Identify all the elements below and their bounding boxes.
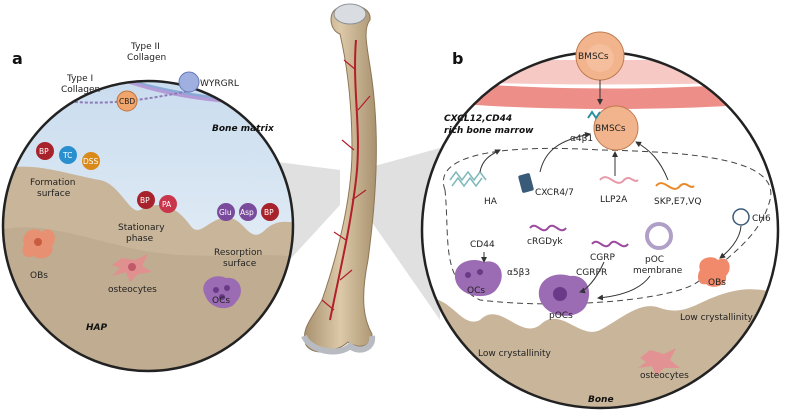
poc-membrane-label-2: membrane: [633, 266, 683, 276]
cxcr47-receptor-icon: [518, 173, 534, 193]
low-crystallinity-right-label: Low crystallinity: [680, 313, 754, 323]
connector-right: [360, 148, 440, 320]
ocs-label-b: OCs: [467, 286, 485, 296]
main-vessel: [329, 39, 359, 321]
hap-label: HAP: [86, 323, 107, 333]
osteocyte-cell-b-icon: [638, 348, 680, 376]
obs-label-a: OBs: [30, 271, 48, 281]
resorption-surface-label-2: surface: [223, 259, 257, 269]
bp-ball-stationary-label: BP: [140, 196, 150, 205]
wyrgrl-label: WYRGRL: [200, 79, 239, 89]
osteocytes-label-b: osteocytes: [640, 371, 689, 381]
poc-membrane-label-1: pOC: [645, 255, 664, 265]
bp-ball-formation-label: BP: [39, 147, 49, 156]
pocs-label: pOCs: [549, 311, 573, 321]
bmscs-top-label: BMSCs: [578, 52, 609, 62]
crgdyk-ligand-icon: [529, 224, 567, 232]
low-crystallinity-bottom-label: Low crystallinity: [478, 349, 552, 359]
cgrp-ligand-icon: [591, 240, 629, 248]
rich-bone-marrow-label: rich bone marrow: [444, 126, 534, 136]
dss-ball-label: DSS: [83, 157, 99, 166]
a4b1-label: α4β1: [570, 134, 593, 144]
skp-peptide-icon: [655, 182, 695, 190]
dss-ball: [82, 152, 100, 170]
glu-ball-label: Glu: [219, 208, 232, 217]
bp-ball-resorption-label: BP: [264, 208, 274, 217]
skp-e7-vq-label: SKP,E7,VQ: [654, 197, 701, 207]
ch6-label: CH6: [752, 214, 771, 224]
bone-matrix-label: Bone matrix: [212, 124, 275, 134]
formation-surface-label-2: surface: [37, 189, 71, 199]
cbd-peptide-icon: [116, 90, 138, 112]
ha-label: HA: [484, 197, 498, 207]
cxcr47-label: CXCR4/7: [535, 188, 574, 198]
type1-collagen-label-2: Collagen: [61, 85, 100, 95]
poc-membrane-icon: [645, 222, 673, 250]
ocs-label-a: OCs: [212, 296, 230, 306]
femur-bone: [301, 3, 377, 355]
panel-b-circle: [422, 52, 778, 408]
a5b3-label: α5β3: [507, 268, 530, 278]
cxcl12-cd44-label: CXCL12,CD44: [444, 114, 512, 124]
panel-a-letter: a: [12, 49, 23, 68]
bp-ball-stationary: [137, 191, 155, 209]
cbd-label: CBD: [119, 97, 135, 106]
bp-ball-resorption: [261, 203, 279, 221]
obs-label-b: OBs: [708, 278, 726, 288]
resorption-surface-label-1: Resorption: [214, 248, 262, 258]
cd44-label: CD44: [470, 240, 495, 250]
type2-collagen-label-1: Type II: [130, 42, 160, 52]
glu-ball: [217, 203, 235, 221]
llp2a-label: LLP2A: [600, 195, 628, 205]
oc-cell-b-icon: [454, 260, 502, 297]
crgdyk-label: cRGDyk: [527, 237, 563, 247]
formation-surface-label-1: Formation: [30, 178, 75, 188]
oc-cell-icon: [203, 276, 241, 309]
asp-ball: [239, 203, 257, 221]
panel-a-circle: [3, 81, 293, 371]
llp2a-ligand-icon: [599, 176, 639, 184]
osteocytes-label-a: osteocytes: [108, 285, 157, 295]
tc-ball-label: TC: [62, 151, 72, 160]
bmscs-mid-label: BMSCs: [595, 124, 626, 134]
a4b1-receptor-icon: [587, 110, 601, 120]
wyrgrl-peptide-icon: [178, 71, 200, 93]
bp-ball-formation: [36, 142, 54, 160]
cgrp-label: CGRP: [590, 253, 616, 263]
stationary-phase-label-2: phase: [126, 234, 154, 244]
blood-vessel: [422, 78, 778, 109]
bmsc-cell-middle: [593, 105, 639, 151]
stationary-phase-label-1: Stationary: [118, 223, 165, 233]
type2-collagen-label-2: Collagen: [127, 53, 166, 63]
cgrpr-label: CGRPR: [576, 268, 607, 278]
bone-label: Bone: [588, 395, 614, 405]
ch6-aptamer-icon: [732, 208, 750, 226]
type1-collagen-label-1: Type I: [66, 74, 93, 84]
tc-ball: [59, 146, 77, 164]
panel-b-letter: b: [452, 49, 463, 68]
asp-ball-label: Asp: [240, 208, 254, 217]
ob-cell-b-icon: [698, 257, 730, 287]
pa-ball-label: PA: [162, 200, 172, 209]
pa-ball: [159, 195, 177, 213]
panel-a-border: [1, 79, 295, 373]
